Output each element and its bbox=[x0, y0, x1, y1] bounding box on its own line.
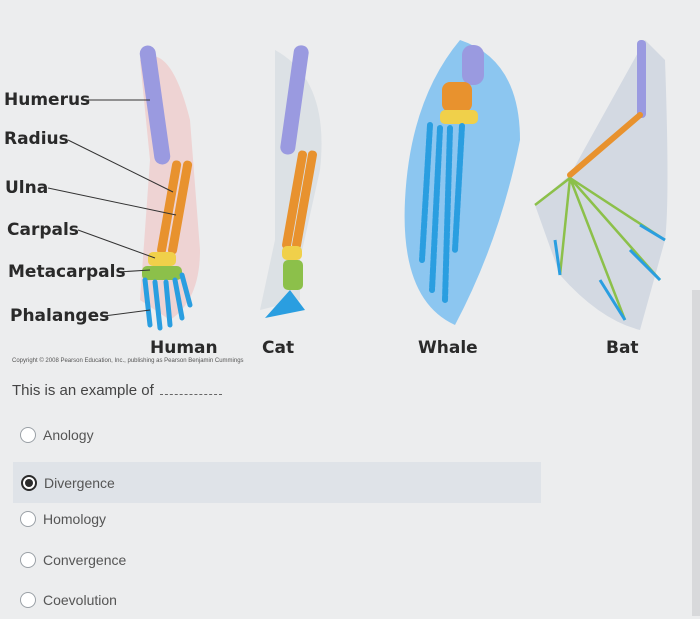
option-label: Divergence bbox=[44, 474, 115, 491]
label-carpals: Carpals bbox=[7, 220, 79, 240]
cat-leg-drawing bbox=[260, 45, 322, 318]
label-phalanges: Phalanges bbox=[10, 306, 110, 326]
radio-button[interactable] bbox=[20, 552, 36, 568]
copyright-notice: Copyright © 2008 Pearson Education, Inc.… bbox=[12, 358, 244, 364]
label-bat: Bat bbox=[606, 338, 639, 358]
question-text: This is an example of bbox=[12, 382, 154, 399]
bat-wing-drawing bbox=[534, 40, 668, 330]
label-humerus: Humerus bbox=[4, 90, 91, 110]
option-label: Coevolution bbox=[43, 592, 117, 608]
radio-button[interactable] bbox=[20, 511, 36, 527]
label-cat: Cat bbox=[262, 338, 295, 358]
option-coevolution[interactable]: Coevolution bbox=[12, 581, 117, 619]
whale-flipper-drawing bbox=[404, 40, 520, 325]
human-arm-drawing bbox=[139, 45, 200, 331]
label-metacarpals: Metacarpals bbox=[8, 262, 126, 282]
scrollbar[interactable] bbox=[692, 290, 700, 616]
option-anology[interactable]: Anology bbox=[12, 416, 94, 454]
label-ulna: Ulna bbox=[5, 178, 49, 198]
option-label: Anology bbox=[43, 427, 94, 443]
option-label: Homology bbox=[43, 511, 107, 527]
question-prompt: This is an example of bbox=[12, 382, 222, 399]
answer-blank bbox=[159, 394, 222, 395]
limb-illustration bbox=[47, 40, 668, 331]
option-convergence[interactable]: Convergence bbox=[12, 541, 126, 579]
option-homology[interactable]: Homology bbox=[12, 500, 106, 538]
option-label: Convergence bbox=[43, 552, 127, 568]
label-whale: Whale bbox=[418, 338, 478, 358]
label-leader-lines bbox=[47, 99, 177, 317]
label-human: Human bbox=[150, 338, 218, 358]
homologous-limbs-figure: Humerus Radius Ulna Carpals Metacarpals … bbox=[4, 40, 668, 364]
option-divergence[interactable]: Divergence bbox=[13, 462, 541, 503]
label-radius: Radius bbox=[4, 129, 69, 149]
radio-button-selected[interactable] bbox=[21, 474, 37, 491]
radio-button[interactable] bbox=[20, 592, 36, 608]
radio-button[interactable] bbox=[20, 427, 36, 443]
